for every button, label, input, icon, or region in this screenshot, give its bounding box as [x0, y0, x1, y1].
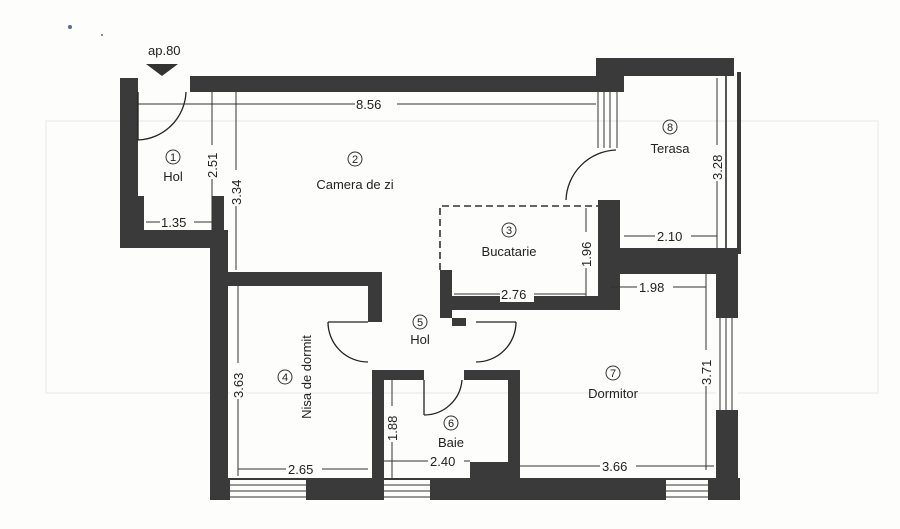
room-number: 2 [352, 154, 358, 166]
dim-terasa-width: 2.10 [657, 229, 682, 244]
scan-speck [68, 25, 72, 29]
room-name: Baie [438, 435, 464, 450]
room-name: Hol [163, 169, 183, 184]
room-4: 4 Nisa de dormit [277, 335, 314, 419]
room-number: 4 [282, 372, 288, 384]
dim-hol-width: 1.35 [161, 215, 186, 230]
room-name: Nisa de dormit [299, 335, 314, 419]
dim-baie-height: 1.88 [385, 416, 400, 441]
doors [137, 91, 617, 416]
dim-total-width: 8.56 [356, 97, 381, 112]
dim-nisa-height: 3.63 [231, 373, 246, 398]
dim-bucatarie-width: 2.76 [501, 287, 526, 302]
room-number: 5 [417, 317, 423, 329]
room-number: 8 [667, 122, 673, 134]
dim-dormitor-height: 3.71 [699, 360, 714, 385]
room-name: Dormitor [588, 386, 639, 401]
faded-background-plan [45, 120, 879, 394]
room-3: 3 Bucatarie [482, 222, 537, 259]
bucatarie-boundary [439, 205, 598, 270]
walls [120, 58, 741, 500]
room-8: 8 Terasa [650, 119, 690, 156]
dimension-lines: 8.56 2.51 3.34 1.35 1.96 2.76 3.28 2.10 … [138, 78, 725, 478]
room-name: Terasa [650, 141, 690, 156]
dim-terasa-height: 3.28 [710, 155, 725, 180]
room-7: 7 Dormitor [588, 365, 639, 401]
dim-bucatarie-height: 1.96 [579, 242, 594, 267]
dim-nisa-width: 2.65 [288, 462, 313, 477]
dim-baie-width: 2.40 [430, 454, 455, 469]
room-6: 6 Baie [438, 415, 464, 450]
room-name: Bucatarie [482, 244, 537, 259]
scan-speck [101, 34, 103, 36]
room-number: 1 [170, 152, 176, 164]
room-name: Hol [410, 332, 430, 347]
dim-dormitor-top: 1.98 [639, 280, 664, 295]
dim-hol-height: 2.51 [205, 153, 220, 178]
room-name: Camera de zi [316, 177, 393, 192]
dim-dormitor-width: 3.66 [602, 459, 627, 474]
room-1: 1 Hol [163, 149, 183, 184]
dim-camera-height: 3.34 [229, 180, 244, 205]
room-number: 6 [448, 418, 454, 430]
room-number: 3 [506, 225, 512, 237]
room-number: 7 [610, 368, 616, 380]
room-5: 5 Hol [410, 314, 430, 347]
entrance-arrow-icon [146, 64, 178, 76]
room-2: 2 Camera de zi [316, 151, 394, 192]
apartment-label: ap.80 [148, 43, 181, 58]
windows [230, 92, 738, 500]
